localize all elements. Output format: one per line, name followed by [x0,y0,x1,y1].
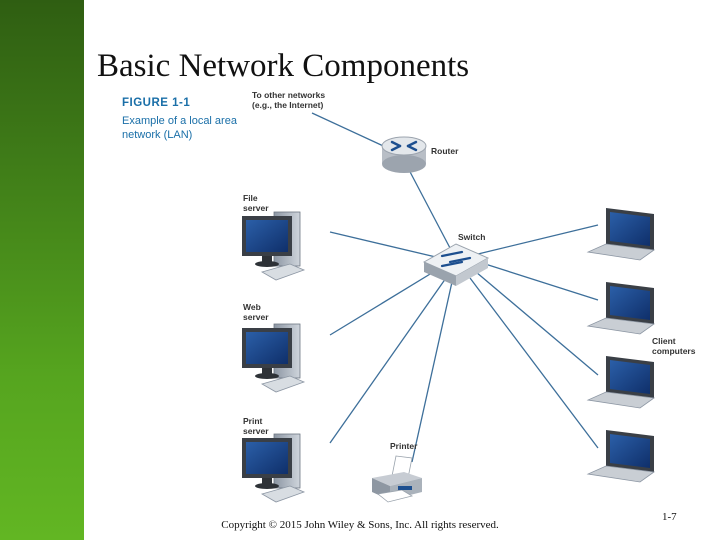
link-switch-client-2 [481,262,599,301]
client-computers-label: Client computers [652,336,696,356]
client-laptop-icon [586,356,656,409]
copyright-footer: Copyright © 2015 John Wiley & Sons, Inc.… [221,519,499,531]
link-switch-printer [411,281,453,463]
web-server-icon [242,323,306,393]
web-server-label: Web server [243,302,269,322]
link-switch-client-4 [469,277,599,449]
green-sidebar [0,0,84,540]
printer-label: Printer [390,441,418,451]
file-server-icon [242,211,306,281]
link-switch-web-server [329,267,441,336]
file-server-label: File server [243,193,269,213]
switch-icon [422,243,490,286]
switch-label: Switch [458,232,486,242]
internet-label: To other networks (e.g., the Internet) [252,90,326,110]
slide-title: Basic Network Components [97,48,470,84]
router-label: Router [431,146,459,156]
slide-number: 1-7 [662,511,677,523]
link-router-switch [407,167,451,249]
link-switch-file-server [329,231,441,259]
print-server-label: Print server [243,416,269,436]
client-laptop-icon [586,430,656,483]
link-internet-router [311,112,393,151]
link-switch-print-server [329,277,447,444]
figure-label: FIGURE 1-1 [122,97,191,109]
link-switch-client-3 [475,271,599,376]
client-laptop-icon [586,282,656,335]
router-icon [381,136,427,173]
figure-caption: Example of a local area network (LAN) [122,115,237,141]
client-laptop-icon [586,208,656,261]
link-switch-client-1 [477,224,599,255]
print-server-icon [242,433,306,503]
printer-icon [372,455,422,503]
